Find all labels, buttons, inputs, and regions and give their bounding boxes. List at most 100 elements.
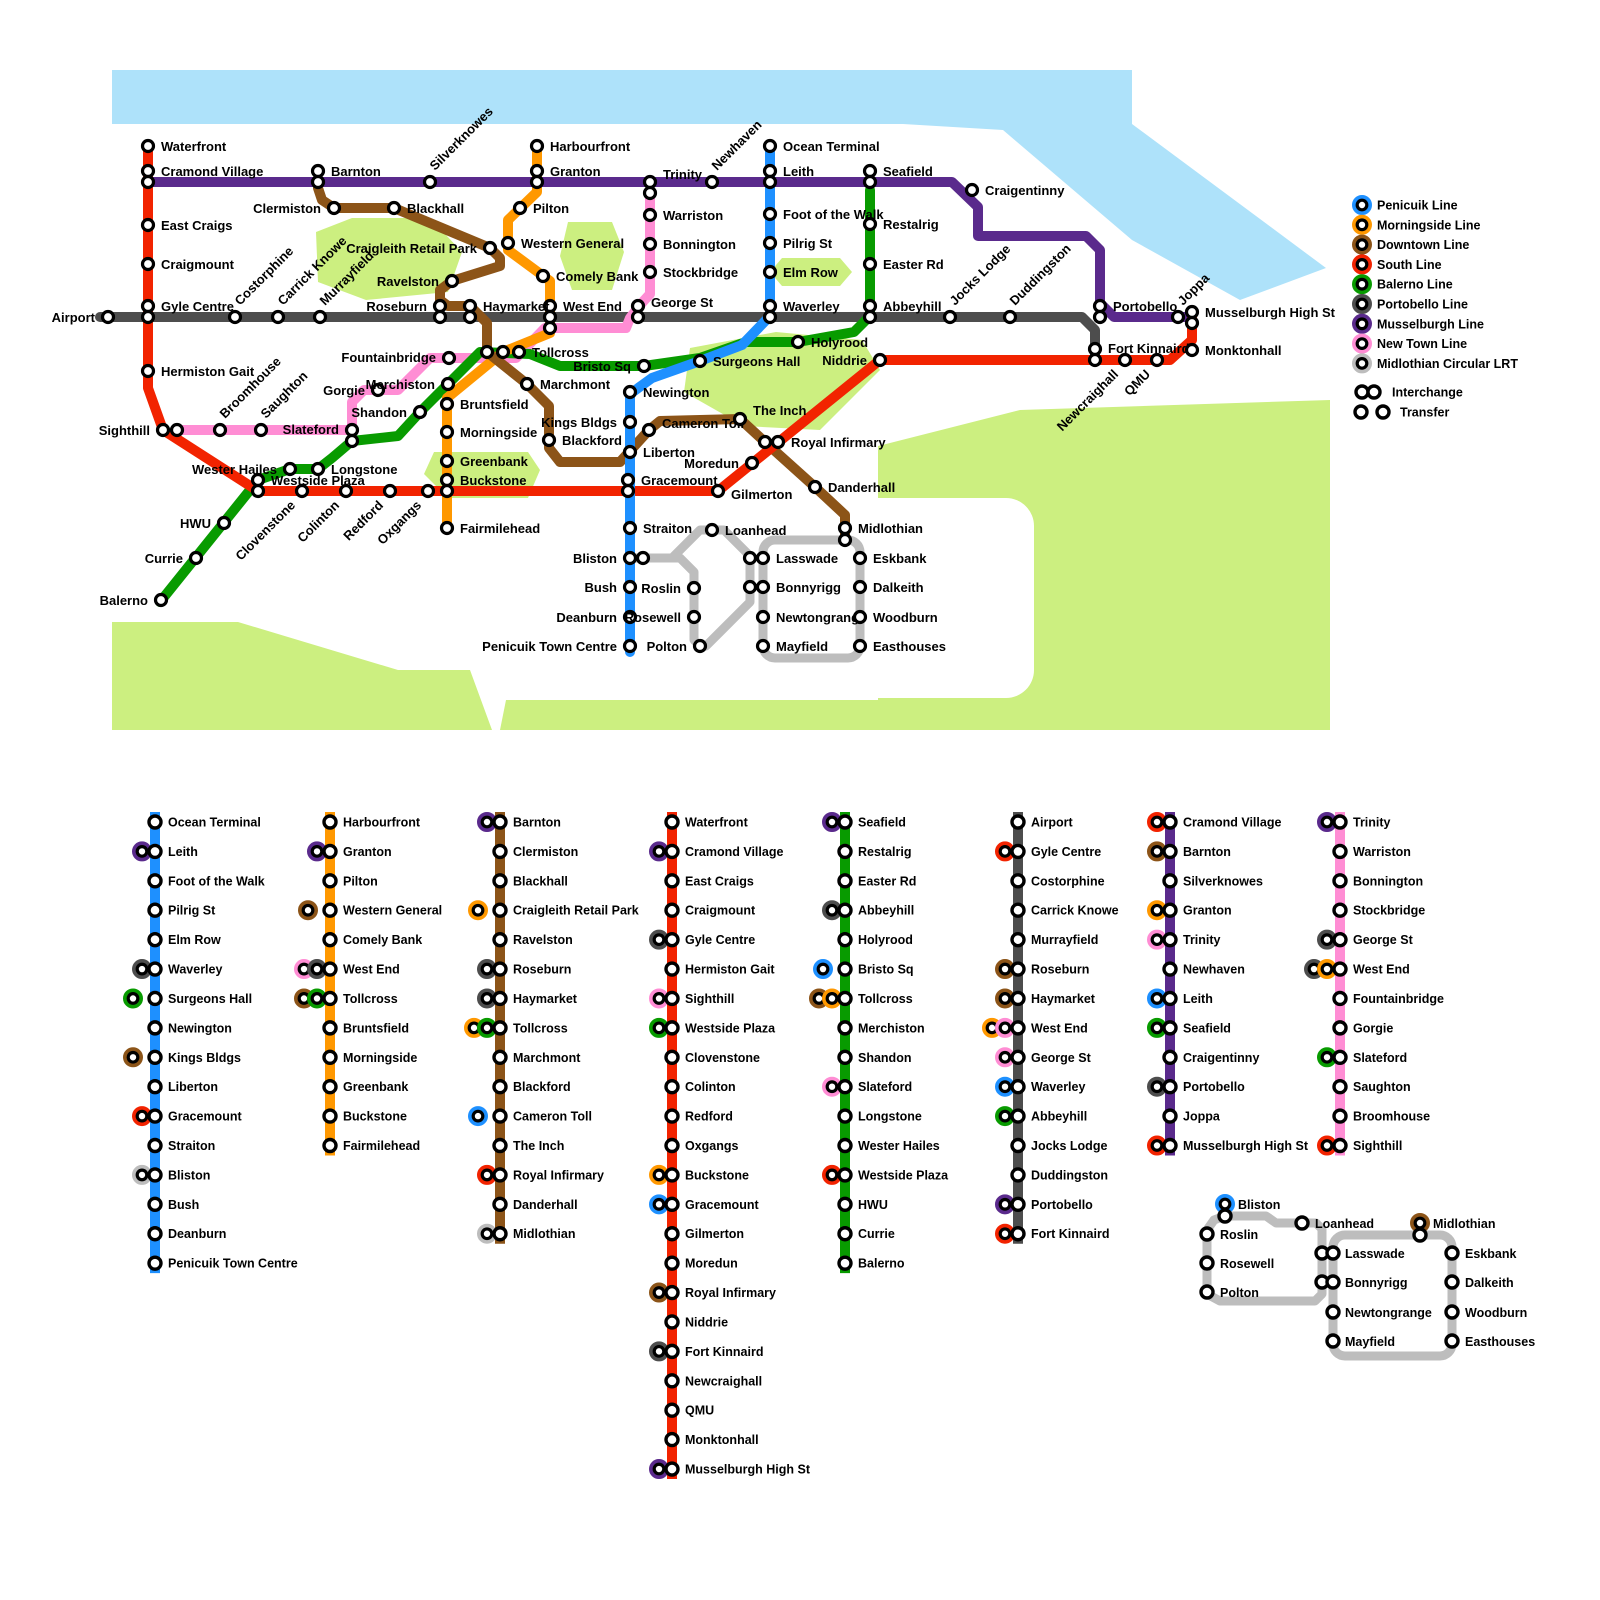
- station-cameron-toll[interactable]: [641, 422, 657, 438]
- strip-station-comely-bank[interactable]: [322, 931, 338, 948]
- strip-station-tollcross[interactable]: [837, 990, 853, 1007]
- strip-station-morningside[interactable]: [322, 1049, 338, 1065]
- station-easter-rd[interactable]: [862, 256, 878, 272]
- station-west-end[interactable]: [542, 320, 558, 336]
- station-bonnyrigg[interactable]: [742, 579, 758, 595]
- strip-station-bristo-sq[interactable]: [837, 961, 853, 977]
- strip-station-fort-kinnaird[interactable]: [1010, 1226, 1026, 1242]
- station-hermiston-gait[interactable]: [140, 363, 156, 379]
- strip-station-slateford[interactable]: [837, 1078, 853, 1095]
- station-western-general[interactable]: [500, 235, 516, 251]
- strip-station-gilmerton[interactable]: [664, 1226, 680, 1242]
- strip-station-cramond-village[interactable]: [664, 843, 680, 860]
- station-cramond-village[interactable]: [140, 163, 156, 179]
- station-fort-kinnaird[interactable]: [1087, 341, 1103, 357]
- station-the-inch[interactable]: [732, 411, 748, 427]
- strip-station-liberton[interactable]: [147, 1078, 163, 1095]
- strip-station-polton[interactable]: [1199, 1284, 1215, 1300]
- station-bristo-sq[interactable]: [636, 358, 652, 374]
- station-slateford[interactable]: [344, 422, 360, 438]
- station-bonnington[interactable]: [642, 236, 658, 252]
- strip-station-hwu[interactable]: [837, 1196, 853, 1213]
- station-dalkeith[interactable]: [852, 579, 868, 595]
- station-monktonhall[interactable]: [1184, 342, 1200, 358]
- strip-station-blackford[interactable]: [492, 1078, 508, 1095]
- strip-station-bush[interactable]: [147, 1196, 163, 1213]
- station-broomhouse[interactable]: [212, 422, 228, 438]
- strip-station-sighthill[interactable]: [664, 990, 680, 1007]
- strip-station-monktonhall[interactable]: [664, 1431, 680, 1448]
- strip-station-gracemount[interactable]: [147, 1108, 163, 1124]
- strip-station-east-craigs[interactable]: [664, 873, 680, 889]
- station-barnton[interactable]: [310, 163, 326, 179]
- strip-station-easthouses[interactable]: [1444, 1333, 1460, 1349]
- strip-station-shandon[interactable]: [837, 1049, 853, 1065]
- station-fort-kinnaird[interactable]: [1087, 352, 1103, 368]
- station-musselburgh-high-st[interactable]: [1184, 304, 1200, 320]
- strip-station-gracemount[interactable]: [664, 1196, 680, 1213]
- station-buckstone[interactable]: [439, 483, 455, 499]
- station-duddingston[interactable]: [1002, 309, 1018, 325]
- station-morningside[interactable]: [439, 424, 455, 440]
- strip-station-fort-kinnaird[interactable]: [664, 1343, 680, 1360]
- strip-station-gyle-centre[interactable]: [1010, 843, 1026, 860]
- strip-station-jocks-lodge[interactable]: [1010, 1137, 1026, 1154]
- station-surgeons-hall[interactable]: [692, 353, 708, 369]
- station-clermiston[interactable]: [326, 200, 342, 216]
- strip-station-greenbank[interactable]: [322, 1078, 338, 1095]
- station-blackhall[interactable]: [386, 200, 402, 216]
- strip-station-newtongrange[interactable]: [1325, 1304, 1341, 1320]
- strip-station-cameron-toll[interactable]: [492, 1108, 508, 1124]
- station-seafield[interactable]: [862, 174, 878, 190]
- strip-station-straiton[interactable]: [147, 1137, 163, 1154]
- strip-station-newcraighall[interactable]: [664, 1373, 680, 1389]
- strip-station-west-end[interactable]: [1332, 961, 1348, 977]
- strip-station-hermiston-gait[interactable]: [664, 961, 680, 977]
- strip-station-george-st[interactable]: [1332, 931, 1348, 948]
- station-pilrig-st[interactable]: [762, 235, 778, 251]
- station-midlothian[interactable]: [837, 520, 853, 536]
- station-marchmont[interactable]: [519, 376, 535, 392]
- station-portobello[interactable]: [1092, 298, 1108, 314]
- transfer-icon[interactable]: [1353, 404, 1369, 420]
- strip-station-leith[interactable]: [147, 843, 163, 860]
- strip-station-broomhouse[interactable]: [1332, 1108, 1348, 1124]
- station-roslin[interactable]: [686, 580, 702, 596]
- strip-station-deanburn[interactable]: [147, 1226, 163, 1242]
- station-trinity[interactable]: [642, 174, 658, 190]
- station-fairmilehead[interactable]: [439, 520, 455, 536]
- station-bonnyrigg[interactable]: [755, 579, 771, 595]
- strip-station-the-inch[interactable]: [492, 1137, 508, 1154]
- station-mayfield[interactable]: [755, 638, 771, 654]
- station-newhaven[interactable]: [704, 174, 720, 190]
- transfer-icon[interactable]: [1375, 404, 1391, 420]
- station-roseburn[interactable]: [432, 298, 448, 314]
- strip-station-haymarket[interactable]: [492, 990, 508, 1007]
- strip-station-saughton[interactable]: [1332, 1078, 1348, 1095]
- strip-station-tollcross[interactable]: [492, 1020, 508, 1036]
- station-rosewell[interactable]: [686, 609, 702, 625]
- station-abbeyhill[interactable]: [862, 309, 878, 325]
- station-holyrood[interactable]: [790, 334, 806, 350]
- station-sighthill[interactable]: [155, 422, 171, 438]
- station-niddrie[interactable]: [872, 352, 888, 368]
- strip-station-penicuik-town-centre[interactable]: [147, 1255, 163, 1271]
- station-gyle-centre[interactable]: [140, 309, 156, 325]
- station-liberton[interactable]: [622, 444, 638, 460]
- station-penicuik-town-centre[interactable]: [622, 638, 638, 654]
- station-slateford[interactable]: [344, 433, 360, 449]
- strip-station-royal-infirmary[interactable]: [492, 1167, 508, 1183]
- strip-station-qmu[interactable]: [664, 1402, 680, 1418]
- strip-station-newhaven[interactable]: [1162, 961, 1178, 977]
- station-newcraighall[interactable]: [1117, 352, 1133, 368]
- station-waverley[interactable]: [762, 298, 778, 314]
- strip-station-tollcross[interactable]: [322, 990, 338, 1007]
- station-woodburn[interactable]: [852, 609, 868, 625]
- strip-station-trinity[interactable]: [1162, 931, 1178, 948]
- station-longstone[interactable]: [310, 461, 326, 477]
- station-midlothian[interactable]: [837, 532, 853, 548]
- station-royal-infirmary[interactable]: [757, 434, 773, 450]
- strip-station-newington[interactable]: [147, 1020, 163, 1036]
- strip-station-fountainbridge[interactable]: [1332, 990, 1348, 1007]
- station-joppa[interactable]: [1170, 309, 1186, 325]
